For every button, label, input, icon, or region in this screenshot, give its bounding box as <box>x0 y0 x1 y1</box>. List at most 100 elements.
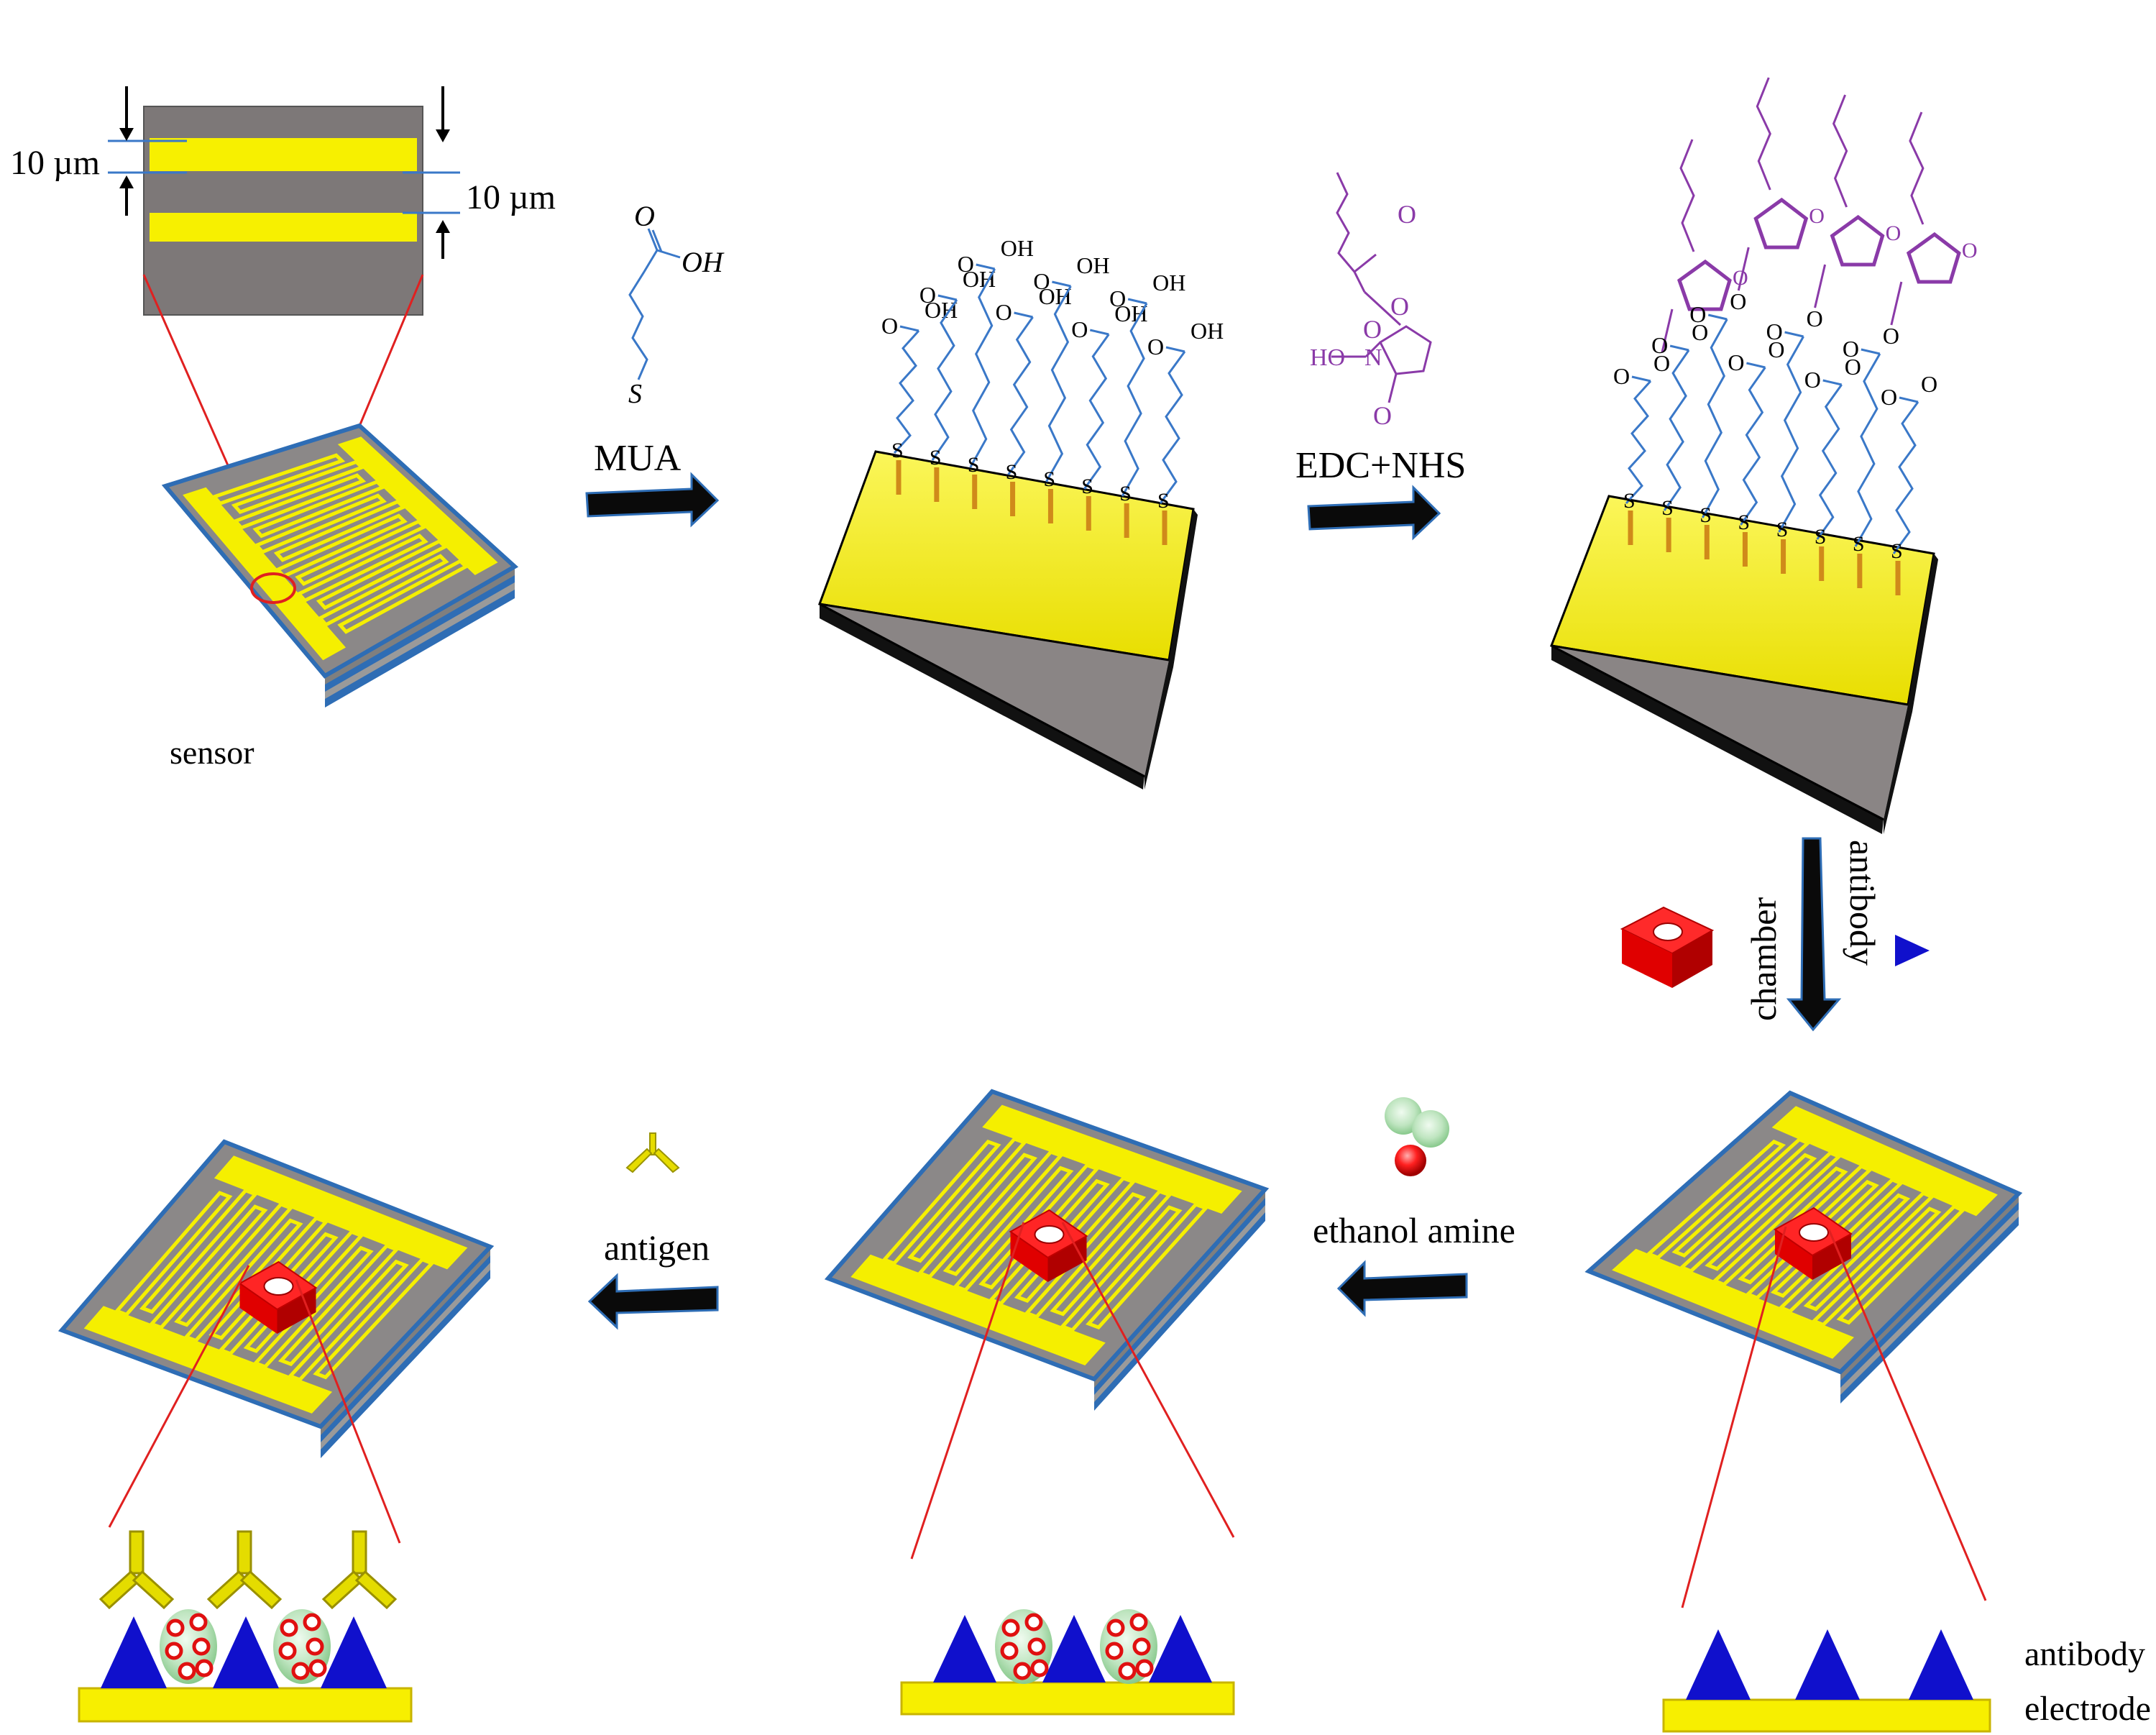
red-ring <box>278 1642 297 1660</box>
electrode-finger <box>174 1201 294 1327</box>
arrow-ethanol-amine <box>1336 1260 1468 1317</box>
electrode-finger <box>232 473 367 530</box>
electrode-finger <box>317 554 449 628</box>
bus-bar-right <box>214 1155 468 1270</box>
chamber-block <box>1009 1209 1088 1282</box>
carbonyl-o: O <box>1766 319 1783 344</box>
electrode-finger <box>211 453 346 506</box>
sulfur-label: S <box>968 453 980 477</box>
ethanol-amine-icon <box>1385 1097 1449 1176</box>
antigen-icon <box>625 1132 680 1173</box>
nhs-o-bottom: O <box>1373 401 1392 430</box>
sulfur-label: S <box>1119 482 1132 505</box>
electrode-finger <box>907 1137 1028 1263</box>
chamber-block <box>1774 1207 1853 1280</box>
nhs-ho: HO <box>1310 344 1345 371</box>
electrode-finger <box>1050 1189 1173 1317</box>
ester-link <box>1661 308 1674 353</box>
carbonyl-o: O <box>1109 285 1126 311</box>
red-ring <box>1106 1619 1125 1637</box>
nhs-chain <box>1909 111 1925 225</box>
alkyl-chain <box>1159 351 1186 504</box>
carbonyl-bond <box>899 325 919 332</box>
alkyl-chain <box>1892 401 1919 554</box>
sulfur-label: S <box>1891 539 1903 563</box>
carbonyl-o: O <box>1804 367 1821 393</box>
ester-o: O <box>1653 350 1670 376</box>
ester-o: O <box>1730 288 1746 314</box>
carbonyl-o: O <box>1881 384 1897 410</box>
carbonyl-bond <box>976 263 996 270</box>
mua-oh: OH <box>682 246 725 278</box>
antigen-chip <box>58 1139 495 1458</box>
chamber-hole <box>263 1277 294 1296</box>
carbonyl-o: O <box>1071 316 1088 342</box>
alkyl-chain <box>1121 303 1148 497</box>
electrode-finger <box>1836 1204 1966 1325</box>
red-ring <box>1135 1659 1154 1677</box>
hydroxyl-label: OH <box>925 297 958 323</box>
red-ring <box>189 1613 208 1631</box>
carbonyl-o: O <box>1147 334 1164 360</box>
ester-o: O <box>1845 354 1861 380</box>
red-ring <box>178 1662 196 1680</box>
chamber-block <box>238 1260 318 1334</box>
alkyl-chain <box>1778 336 1804 533</box>
red-ring <box>192 1637 211 1656</box>
carbonyl-bond <box>1631 375 1651 383</box>
bus-bar-right <box>1771 1106 1998 1217</box>
alkyl-chain <box>931 299 958 461</box>
antibody-triangle <box>933 1615 996 1683</box>
red-ring <box>308 1659 327 1677</box>
ester-link <box>1890 281 1903 326</box>
sulfur-label: S <box>930 446 942 470</box>
sulfur-label: S <box>1661 496 1674 520</box>
ring-o: O <box>1809 204 1825 228</box>
bus-bar-left <box>850 1254 1106 1365</box>
antibody-triangle <box>321 1616 387 1688</box>
bus-bar-left <box>1612 1248 1854 1359</box>
carbonyl-o: O <box>1613 363 1630 389</box>
red-ring <box>1118 1662 1137 1680</box>
electrode-finger <box>1059 1205 1183 1332</box>
red-ring <box>1030 1659 1049 1677</box>
sulfur-label: S <box>1699 503 1712 527</box>
electrode-finger <box>1810 1207 1942 1327</box>
succinimide-ring <box>1830 214 1885 267</box>
electrode-legend-label: electrode <box>2024 1690 2151 1728</box>
antibody-triangle <box>1149 1615 1212 1683</box>
carbonyl-o: O <box>958 251 974 277</box>
nhs-chain <box>1756 77 1771 191</box>
carbonyl-bond <box>1014 311 1033 319</box>
sensor-label: sensor <box>170 734 254 771</box>
electrode-zoom-inset: 10 µm 10 µm <box>10 86 556 582</box>
carbonyl-o: O <box>1033 268 1050 294</box>
antigen-label: antigen <box>604 1227 710 1268</box>
zoom-lines-row2 <box>108 1222 1987 1608</box>
hydroxyl-label: OH <box>1191 318 1224 344</box>
arrow-antigen <box>587 1273 719 1330</box>
antigen-y-shape <box>206 1530 283 1610</box>
ester-o: O <box>1807 306 1823 331</box>
mua-o: O <box>634 200 655 232</box>
antibody-step-label: antibody <box>1843 840 1883 966</box>
ring-o: O <box>1886 221 1902 245</box>
carbonyl-o: O <box>996 299 1012 325</box>
carbonyl-bond <box>1089 329 1109 336</box>
sulfur-label: S <box>1006 460 1018 484</box>
carbonyl-bond <box>1861 348 1881 355</box>
carbonyl-bond <box>937 294 958 301</box>
chamber-hole <box>1034 1225 1065 1244</box>
ethanolamine-cluster <box>1100 1609 1157 1684</box>
ester-o: O <box>1692 319 1708 345</box>
electrode-finger <box>183 1218 303 1343</box>
edc-nhs-label: EDC+NHS <box>1295 445 1466 486</box>
antigen-y-shape <box>321 1530 398 1610</box>
electrode-finger <box>295 519 428 587</box>
ethanolamine-cluster <box>160 1609 217 1684</box>
sulfur-label: S <box>891 439 904 462</box>
activated-chip <box>1549 495 1938 834</box>
dim-left-label: 10 µm <box>10 144 100 182</box>
antibody-triangle <box>101 1616 167 1688</box>
